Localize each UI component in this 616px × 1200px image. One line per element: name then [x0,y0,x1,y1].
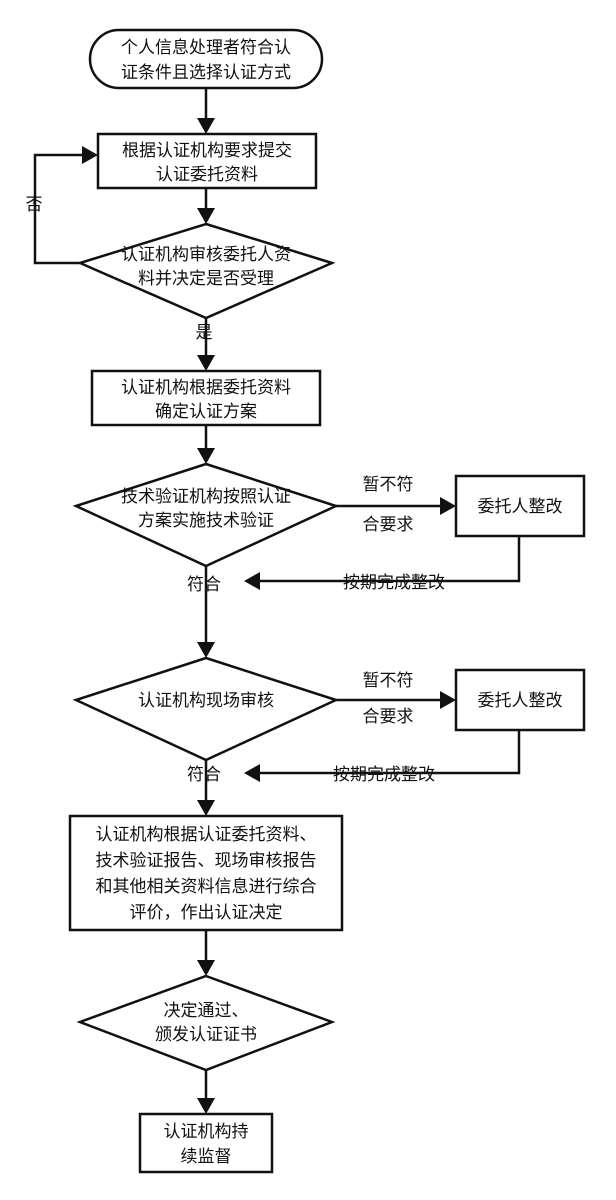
arrowhead-right [82,146,98,164]
edge-label-onsite-fail-2: 合要求 [363,707,414,727]
arrowheads [82,118,456,1114]
node-tech-verify: 技术验证机构按照认证 方案实施技术验证 [72,462,340,568]
decision-line-1: 决定通过、 [164,1001,249,1021]
edge-review-reject-loop [33,153,82,265]
arrowhead-down [197,960,215,976]
decision-line-2: 颁发认证证书 [155,1025,257,1045]
submit-process-box [96,132,318,190]
evaluate-process-box [68,814,344,932]
node-evaluate: 认证机构根据认证委托资料、 技术验证报告、现场审核报告 和其他相关资料信息进行综… [68,814,344,932]
evaluate-line-3: 和其他相关资料信息进行综合 [96,877,317,897]
edge-label-review-yes: 是 [196,323,213,343]
start-terminal-shape [88,28,324,90]
arrowhead-left [244,572,260,590]
node-submit: 根据认证机构要求提交 认证委托资料 [96,132,318,190]
node-rectify-2: 委托人整改 [454,668,586,732]
node-decision: 决定通过、 颁发认证证书 [76,974,336,1072]
tech-verify-line-1: 技术验证机构按照认证 [121,487,291,507]
arrowhead-down [197,355,215,371]
arrowhead-down [197,118,215,134]
arrowhead-down [197,1098,215,1114]
rectify-1-process-box [454,474,586,538]
edge-label-review-no: 否 [26,195,43,215]
evaluate-line-1: 认证机构根据认证委托资料、 [96,825,317,845]
arrowhead-right [440,497,456,515]
tech-verify-line-2: 方案实施技术验证 [138,511,274,531]
plan-line-2: 确定认证方案 [155,402,257,422]
review-line-2: 料并决定是否受理 [138,269,274,289]
start-line-1: 个人信息处理者符合认 [121,38,291,58]
arrowhead-down [197,448,215,464]
node-review: 认证机构审核委托人资 料并决定是否受理 [76,222,336,320]
edge-label-onsite-back: 按期完成整改 [333,765,435,785]
review-decision-diamond [76,222,336,320]
decision-diamond [76,974,336,1072]
edge-label-tech-fail-2: 合要求 [363,515,414,535]
evaluate-line-2: 技术验证报告、现场审核报告 [96,851,317,871]
plan-process-box [90,369,322,427]
arrowhead-left [244,764,260,782]
rectify-2-process-box [454,668,586,732]
node-onsite: 认证机构现场审核 [72,656,340,762]
onsite-label: 认证机构现场审核 [138,691,274,711]
edge-rectify-1-back [260,536,521,583]
submit-line-1: 根据认证机构要求提交 [122,141,292,161]
evaluate-line-4: 评价，作出认证决定 [130,903,283,923]
edge-rectify-2-back [260,730,521,775]
supervise-line-1: 认证机构持 [164,1122,249,1142]
submit-line-2: 认证委托资料 [156,165,258,185]
onsite-decision-diamond [72,656,340,762]
arrowhead-down [197,800,215,816]
node-start: 个人信息处理者符合认 证条件且选择认证方式 [88,28,324,90]
edge-labels: 否 是 暂不符 合要求 按期完成整改 符合 暂不符 合要求 按期完成整改 符合 [26,195,446,785]
rectify-1-label: 委托人整改 [478,497,563,517]
edge-label-tech-pass: 符合 [187,575,221,595]
arrowhead-down [197,642,215,658]
supervise-process-box [138,1112,274,1174]
node-plan: 认证机构根据委托资料 确定认证方案 [90,369,322,427]
edge-label-tech-back: 按期完成整改 [343,573,445,593]
edge-label-onsite-pass: 符合 [187,765,221,785]
edge-label-tech-fail-1: 暂不符 [363,475,414,495]
start-line-2: 证条件且选择认证方式 [121,63,291,83]
arrowhead-right [440,691,456,709]
node-rectify-1: 委托人整改 [454,474,586,538]
arrowhead-down [197,208,215,224]
plan-line-1: 认证机构根据委托资料 [121,378,291,398]
connectors [33,88,521,1098]
edge-label-onsite-fail-1: 暂不符 [363,671,414,691]
review-line-1: 认证机构审核委托人资 [121,245,291,265]
node-supervise: 认证机构持 续监督 [138,1112,274,1174]
rectify-2-label: 委托人整改 [478,691,563,711]
tech-verify-decision-diamond [72,462,340,568]
supervise-line-2: 续监督 [181,1147,232,1167]
